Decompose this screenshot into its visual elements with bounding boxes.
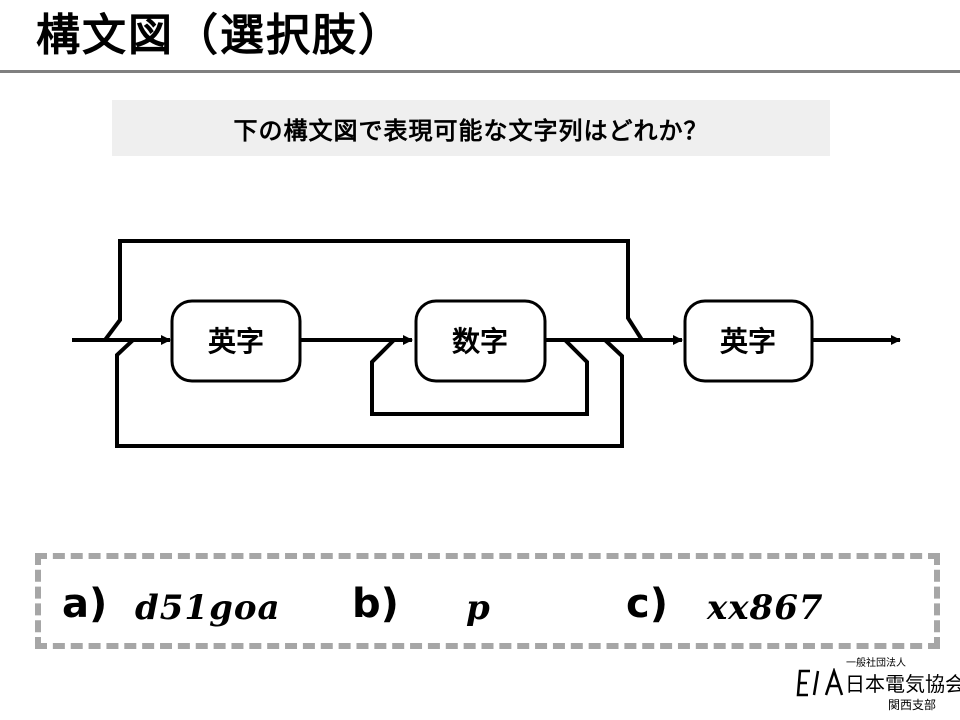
- slide-title: 構文図（選択肢）: [36, 10, 404, 61]
- choice-a-label: a): [62, 581, 108, 627]
- logo-main-text: 日本電気協会: [845, 672, 960, 696]
- logo-bottom-text: 関西支部: [888, 698, 937, 712]
- jea-logo-icon: [796, 668, 844, 697]
- choice-c-label: c): [626, 581, 668, 627]
- node-digit: 数字: [414, 299, 547, 383]
- digit-bypass-loop: [370, 338, 589, 416]
- title-divider: [0, 70, 960, 73]
- node-letter-2-label: 英字: [720, 325, 776, 358]
- node-digit-label: 数字: [452, 325, 508, 358]
- organization-logo: 一般社団法人 日本電気協会 関西支部: [790, 658, 960, 720]
- choice-a-value: d51goa: [135, 588, 281, 628]
- node-letter-1: 英字: [170, 299, 302, 383]
- choices-panel: [35, 553, 940, 649]
- choice-b-label: b): [352, 581, 399, 627]
- node-letter-1-label: 英字: [208, 325, 264, 358]
- outer-repeat-loop: [115, 338, 624, 448]
- question-text: 下の構文図で表現可能な文字列はどれか？: [233, 116, 709, 145]
- skip-first-letter-path: [103, 239, 644, 342]
- node-letter-2: 英字: [683, 299, 814, 383]
- question-banner: 下の構文図で表現可能な文字列はどれか？: [112, 100, 830, 156]
- choice-b-value: p: [466, 588, 491, 628]
- choice-c-value: xx867: [707, 588, 824, 628]
- logo-top-text: 一般社団法人: [846, 658, 906, 669]
